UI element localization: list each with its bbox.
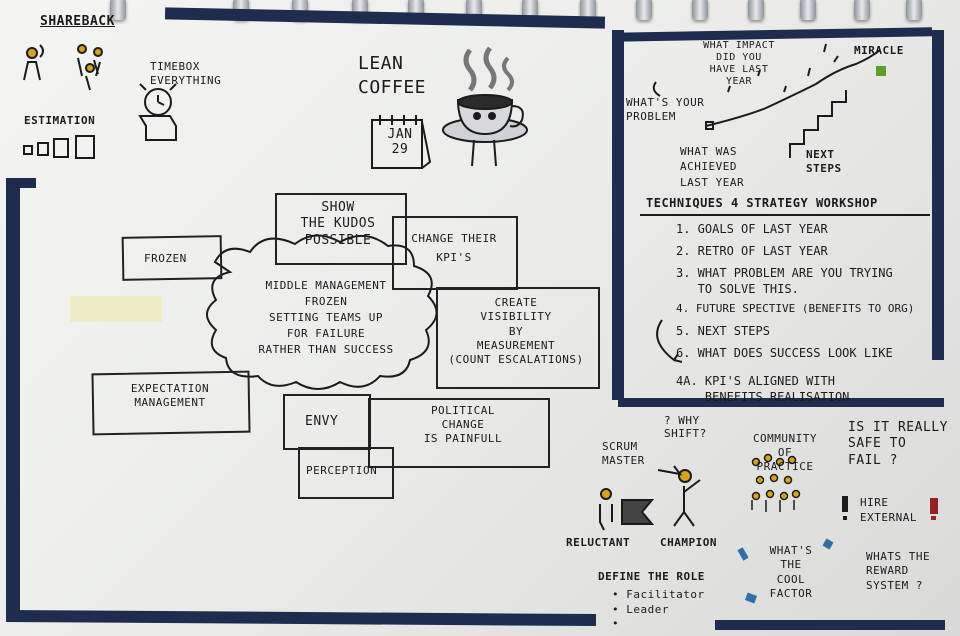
strategy-list-item: 4a. KPI's aligned with [676, 374, 835, 388]
perception-text: Perception [306, 464, 378, 477]
community-text: Community of practice [752, 432, 818, 473]
spiral-ring [636, 0, 652, 20]
create-visibility-text: Create visibility by measurement (count … [448, 296, 584, 367]
frozen-text: Frozen [144, 252, 187, 265]
change-kpis-box [392, 216, 518, 290]
coffee-cup-icon [442, 46, 528, 167]
envy-text: Envy [305, 414, 339, 429]
frame-stroke-bottom-right [715, 620, 945, 630]
envy-box [283, 394, 371, 450]
calendar-label: Jan 29 [380, 127, 420, 158]
spiral-ring [800, 0, 816, 20]
hire-external-text: Hire external [860, 496, 917, 524]
strategy-title-underline [640, 214, 930, 216]
estimation-boxes-icon [23, 135, 95, 159]
frame-stroke-right-vertical [932, 30, 944, 360]
spiral-ring [692, 0, 708, 20]
political-box [368, 398, 550, 468]
strategy-list-item: 3. What problem are you trying [676, 266, 893, 280]
what-achieved-text: What was achieved last year [680, 145, 745, 189]
spiral-ring [110, 0, 126, 20]
frame-stroke-left-top [6, 178, 36, 188]
role-item: • [612, 617, 620, 630]
role-item: • Facilitator [612, 588, 705, 601]
champion-text: Champion [660, 536, 717, 549]
frame-stroke-left [6, 178, 20, 618]
what-impact-text: What impact did you have last year [703, 40, 775, 87]
spiral-ring [580, 0, 596, 20]
expectation-text: Expectation management [130, 382, 210, 409]
question-mark-icons [737, 538, 834, 604]
reluctant-text: Reluctant [566, 536, 631, 549]
strategy-list-item: to solve this. [676, 282, 799, 296]
spiral-ring [906, 0, 922, 20]
spiral-ring [748, 0, 764, 20]
strategy-title: Techniques 4 strategy workshop [646, 196, 878, 210]
next-steps-text: Next steps [806, 148, 842, 175]
frame-stroke-right-bottom [618, 398, 944, 407]
whats-problem-text: What's your problem [626, 96, 705, 123]
lean-coffee-text: Lean Coffee [358, 53, 427, 99]
alarm-clock-icon [138, 83, 177, 141]
political-text: Political change is painfull [423, 404, 503, 445]
strategy-list-item: 4. Future spective (benefits to org) [676, 302, 915, 315]
create-visibility-box [436, 287, 600, 389]
reward-system-text: Whats the reward system ? [866, 550, 931, 592]
shareback-title: Shareback [40, 14, 115, 29]
frame-stroke-mid-vertical [612, 30, 624, 400]
masking-tape [70, 296, 162, 322]
staircase-path [652, 43, 881, 158]
cool-factor-text: What's the cool factor [769, 544, 813, 600]
scrum-master-figures [599, 465, 701, 531]
exclamation-icons [842, 496, 938, 520]
strategy-list-item: 6. What does success look like [676, 346, 893, 360]
miracle-marker [876, 66, 886, 76]
why-shift-text: ? Why shift? [664, 414, 707, 441]
strategy-list-item: 5. Next steps [676, 324, 770, 338]
strategy-list-item: 1. Goals of last year [676, 222, 828, 236]
timebox-text: Timebox everything [150, 60, 222, 87]
cloud-shape [206, 234, 438, 390]
calendar-month: Jan [387, 127, 413, 142]
community-crowd-icon [751, 453, 801, 512]
list-arrow [656, 319, 683, 363]
estimation-text: Estimation [24, 114, 96, 127]
role-item: • Leader [612, 603, 669, 616]
define-role-text: Define the role [598, 570, 705, 583]
calendar-icon [371, 115, 432, 169]
middle-management-text: Middle management frozen setting teams u… [258, 279, 394, 356]
spiral-ring [854, 0, 870, 20]
show-kudos-box [275, 193, 407, 265]
strategy-list-item: benefits realisation [676, 390, 850, 404]
people-icon [23, 44, 103, 91]
strategy-list-item: 2. Retro of last year [676, 244, 828, 258]
change-kpis-text: Change their KPI's [411, 232, 497, 264]
show-kudos-text: Show the kudos possible [300, 200, 376, 248]
miracle-text: Miracle [854, 44, 904, 57]
perception-box [298, 447, 394, 499]
scrum-master-text: Scrum master [602, 440, 645, 467]
safe-to-fail-text: Is it really safe to fail ? [848, 420, 948, 468]
calendar-day: 29 [391, 141, 409, 157]
